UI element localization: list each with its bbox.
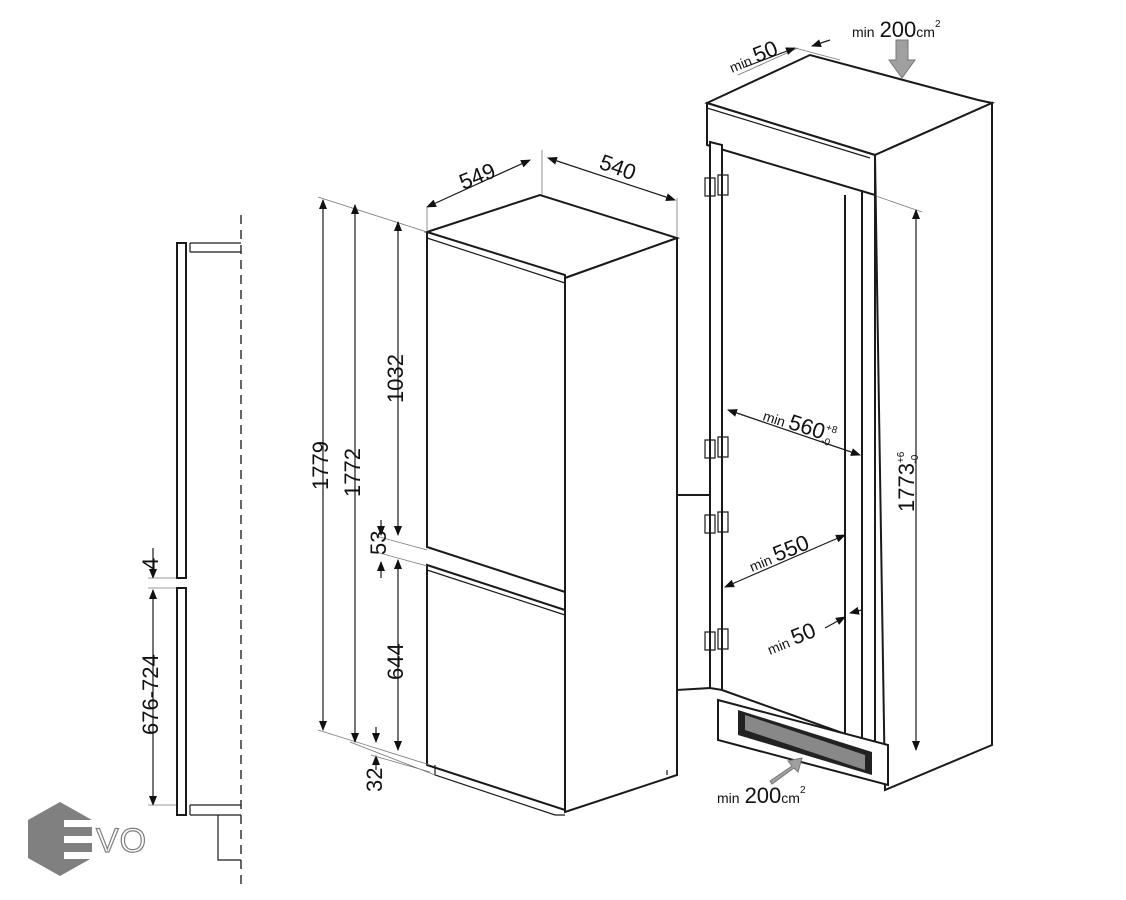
cabinet-side — [873, 101, 993, 792]
rear-gap-label: min50 — [763, 617, 820, 659]
bottom-rail — [189, 804, 241, 861]
appliance-side — [564, 236, 678, 814]
evo-logo: VO — [28, 802, 147, 876]
niche-depth-label: min550 — [745, 530, 813, 577]
upper-door-panel — [176, 242, 187, 579]
bottom-offset-dimension: 32 — [362, 768, 387, 792]
appliance-drawing: 549 540 1779 1772 1032 53 644 32 — [308, 149, 681, 816]
total-height-dimension: 1779 — [308, 441, 333, 490]
niche-width-label: min560+8-0 — [760, 401, 840, 450]
lower-door — [426, 563, 566, 812]
body-height-dimension: 1772 — [340, 448, 365, 497]
top-rail — [189, 242, 241, 253]
logo-text: VO — [96, 822, 147, 860]
upper-door-dimension: 1032 — [383, 354, 408, 403]
lower-door-dimension: 644 — [383, 643, 408, 680]
bottom-airflow-arrow-icon — [769, 757, 803, 785]
door-gap-dimension: 53 — [366, 531, 391, 555]
gap-dimension: 4 — [138, 558, 163, 570]
niche-height-label: 1773+6-0 — [894, 451, 921, 512]
top-airflow-arrow-icon — [888, 39, 916, 79]
lower-door-panel — [176, 587, 187, 816]
upper-door — [426, 230, 566, 594]
side-profile: 4 676-724 — [138, 215, 242, 885]
hinge-icons — [704, 174, 729, 651]
depth-dimension: 549 — [456, 158, 499, 195]
lower-height-dimension: 676-724 — [138, 654, 163, 735]
cabinet-door-edge — [709, 140, 723, 692]
width-dimension: 540 — [596, 149, 639, 185]
open-door-lower — [676, 494, 711, 692]
